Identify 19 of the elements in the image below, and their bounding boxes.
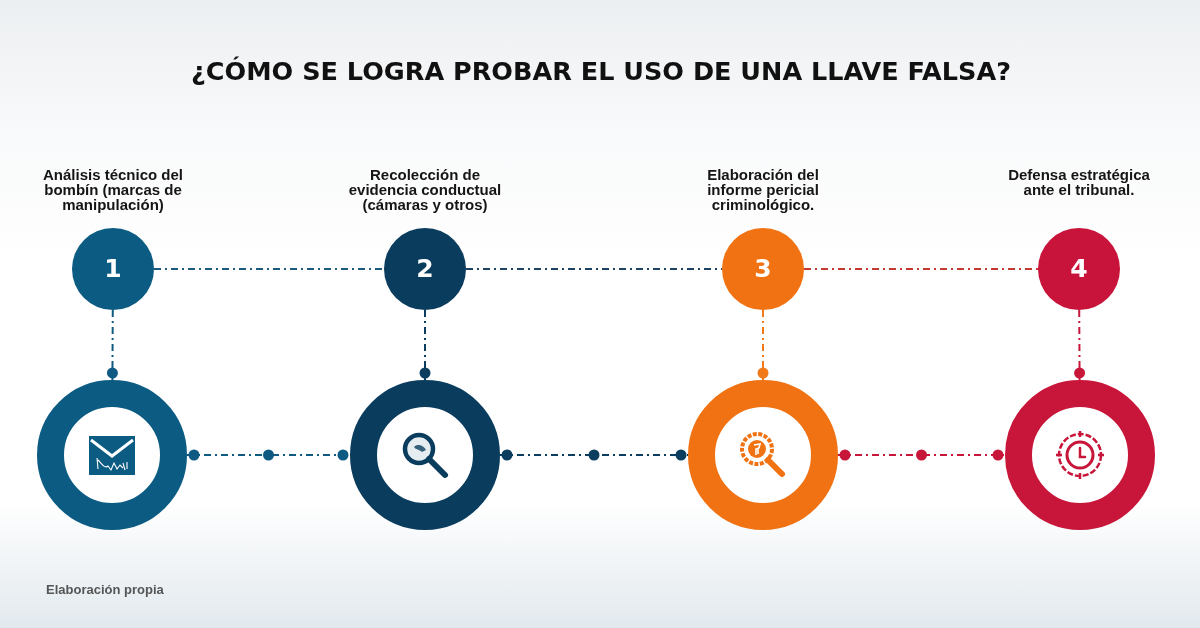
dashed-connector [837, 449, 1006, 461]
step-number: 2 [416, 255, 434, 283]
dashed-connector [757, 309, 769, 381]
dashed-connector [419, 309, 431, 381]
step-heading: Análisis técnico del bombín (marcas de manipulación) [41, 167, 184, 212]
step-number: 1 [104, 255, 122, 283]
title: ¿CÓMO SE LOGRA PROBAR EL USO DE UNA LLAVE FALSA? [191, 56, 1011, 86]
source-note: Elaboración propia [46, 582, 164, 597]
dashed-connector [186, 449, 351, 461]
dashed-connector [1074, 309, 1086, 381]
step-number: 4 [1070, 255, 1088, 283]
step-heading: Recolección de evidencia conductual (cámaras y otros) [347, 167, 503, 212]
dashed-connector [106, 309, 118, 381]
dashed-connector [153, 268, 385, 270]
dashed-connector [499, 449, 689, 461]
dashed-connector [803, 268, 1039, 270]
step-number: 3 [754, 255, 772, 283]
step-heading: Defensa estratégica ante el tribunal. [1007, 167, 1151, 197]
step-heading: Elaboración del informe pericial criminológico. [706, 167, 820, 212]
